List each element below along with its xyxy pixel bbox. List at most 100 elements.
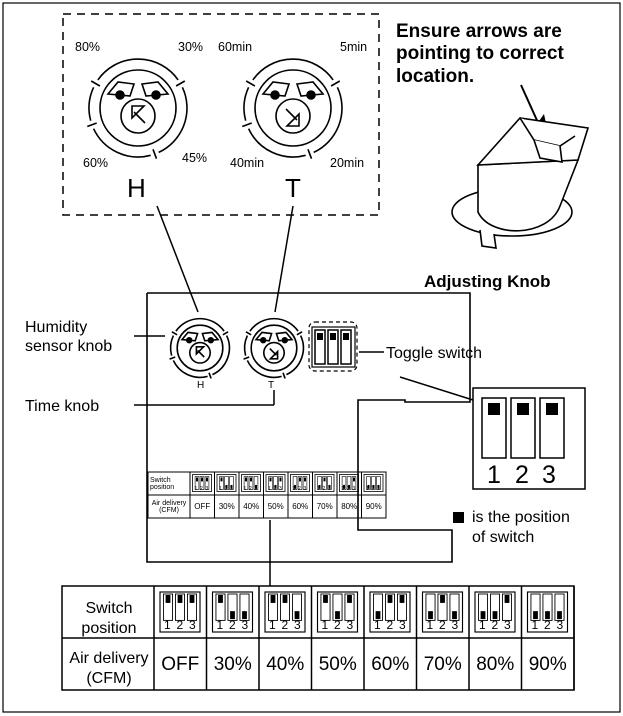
big-switch-1-slot-2 [174, 593, 186, 621]
big-switch-7-knob-2 [492, 611, 498, 620]
mini-digit-5-2: 2 [298, 486, 301, 492]
mini-switch-7-knob-3 [353, 477, 355, 482]
small-toggle-knob-2 [330, 333, 336, 340]
mini-switch-2-slot-2 [224, 476, 229, 490]
small-h-center [188, 341, 212, 364]
big-switch-digit-7-2: 2 [491, 618, 499, 632]
humidity-label: Humidity sensor knob [25, 318, 112, 356]
mini-switch-4-slot-3 [278, 476, 283, 490]
big-switch-7-knob-3 [504, 595, 510, 603]
mini-switch-5-knob-2 [299, 477, 301, 482]
big-toggle-knob-1 [488, 403, 500, 415]
big-switch-6-slot-2 [437, 593, 448, 621]
mini-value-7: 80% [341, 502, 358, 511]
big-t-ring-right [313, 86, 343, 154]
big-switch-digit-1-2: 2 [176, 618, 184, 632]
small-h-body [176, 324, 224, 372]
adjusting-knob-illustration [451, 117, 590, 249]
mini-switch-4-slot-2 [273, 476, 278, 490]
mini-switch-2-slot-3 [229, 476, 234, 490]
mini-air-header: Air delivery (CFM) [148, 500, 190, 515]
mini-digit-1-2: 2 [200, 486, 203, 492]
big-t-tick-3 [242, 122, 252, 128]
knob-arrow-face [533, 139, 563, 163]
air-delivery-header-2: (CFM) [86, 670, 132, 687]
small-h-notch-right [201, 331, 220, 342]
dashed-callout-box [62, 13, 380, 216]
small-h-tick-1 [222, 331, 229, 336]
big-switch-digit-6-1: 1 [426, 618, 434, 632]
air-delivery-value-3: 40% [266, 654, 305, 675]
mini-switch-2-knob-2 [225, 484, 228, 489]
big-switch-3-knob-1 [270, 595, 276, 603]
big-h-dot-right [151, 90, 161, 100]
big-switch-1-knob-3 [189, 595, 195, 603]
t-letter: T [285, 173, 301, 203]
big-t-notch-right [295, 81, 325, 97]
big-switch-8-knob-2 [545, 611, 550, 620]
small-h-letter: H [197, 380, 205, 391]
mini-digit-4-2: 2 [273, 486, 277, 492]
small-h-dot-right [207, 336, 215, 344]
warning-line-3: location. [396, 65, 475, 87]
big-switch-digit-4-1: 1 [321, 618, 329, 632]
mini-switch-6-frame [314, 474, 335, 492]
small-h-arrow [195, 345, 206, 358]
big-h-notch-right [140, 81, 170, 97]
mini-switch-6-slot-3 [327, 476, 332, 490]
mini-switch-6-slot-1 [317, 476, 322, 490]
air-delivery-value-6: 70% [423, 654, 462, 675]
small-t-ring-right [286, 335, 305, 376]
big-switch-5-slot-2 [384, 593, 396, 621]
small-t-letter: T [268, 380, 275, 391]
humidity-label-line-2: sensor knob [25, 338, 113, 356]
small-toggle-housing [311, 326, 356, 368]
big-h-arrow [131, 105, 146, 124]
mini-switch-5-slot-1 [292, 476, 298, 490]
mini-switch-1-slot-2 [199, 476, 205, 490]
mini-switch-5-slot-3 [302, 476, 308, 490]
big-switch-5-slot-3 [396, 593, 408, 621]
h-label-80: 80% [75, 40, 101, 54]
small-t-ring-bottom [246, 360, 282, 379]
big-switch-digit-1-3: 3 [189, 618, 196, 632]
big-t-center [275, 98, 311, 134]
mini-switch-8-knob-2 [372, 484, 375, 489]
time-knob-label: Time knob [25, 398, 100, 415]
small-t-tick-2 [282, 372, 286, 379]
big-t-dot-left [270, 90, 280, 100]
big-t-ring-top [252, 58, 334, 81]
big-switch-5-knob-3 [399, 595, 405, 603]
t-label-5min: 5min [340, 40, 368, 54]
mini-digit-5-1: 1 [292, 486, 296, 492]
mini-switch-6-knob-3 [328, 484, 331, 489]
big-h-ring-top [97, 58, 179, 81]
big-switch-2-knob-3 [242, 611, 247, 620]
mini-switch-3-knob-3 [255, 484, 257, 489]
h-label-30: 30% [178, 40, 204, 54]
toggle-dashed-box [308, 321, 358, 372]
big-switch-5-knob-1 [375, 611, 381, 620]
t-label-40min: 40min [230, 156, 265, 170]
small-t-arrow [268, 348, 279, 360]
mini-switch-7-slot-3 [351, 476, 357, 490]
mini-digit-7-2: 2 [347, 486, 350, 492]
big-switch-8-slot-1 [530, 593, 541, 621]
mini-switch-6-knob-1 [318, 484, 321, 489]
big-t-dot-right [306, 90, 316, 100]
big-t-ring-left [243, 86, 250, 121]
mini-switch-6-knob-2 [323, 477, 326, 482]
mini-digit-6-1: 1 [317, 486, 320, 492]
mini-value-6: 70% [316, 502, 333, 511]
big-switch-digit-5-1: 1 [374, 618, 381, 632]
small-h-ring-right [212, 335, 231, 376]
mini-switch-7-knob-1 [343, 484, 345, 489]
big-h-center [120, 98, 156, 134]
small-t-center [262, 341, 286, 364]
air-delivery-header-1: Air delivery [69, 650, 149, 667]
big-switch-6-knob-3 [452, 611, 457, 620]
small-t-ring-top [249, 317, 299, 332]
mini-switch-4-knob-1 [269, 477, 272, 482]
big-switch-6-slot-1 [425, 593, 436, 621]
